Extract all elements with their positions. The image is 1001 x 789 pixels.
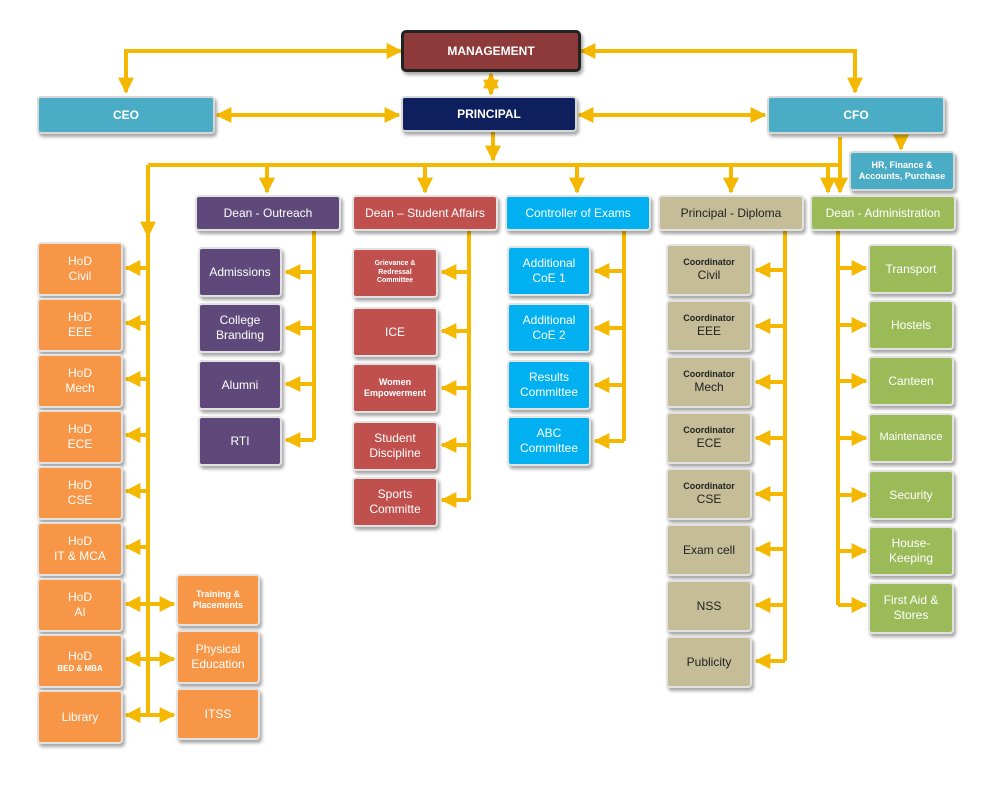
coordinator-role: Coordinator	[683, 480, 735, 491]
management-box: MANAGEMENT	[401, 30, 581, 72]
principal-diploma-header: Principal - Diploma	[658, 195, 804, 231]
security-box: Security	[868, 470, 954, 520]
physical-education-box: Physical Education	[176, 630, 260, 684]
hod-ai-box: HoD AI	[37, 578, 123, 632]
coordinator-role: Coordinator	[683, 256, 735, 267]
library-box: Library	[37, 690, 123, 744]
coordinator-dept: EEE	[696, 324, 721, 339]
coordinator-role: Coordinator	[683, 424, 735, 435]
hod-cse-box: HoD CSE	[37, 466, 123, 520]
coordinator-civil-box: Coordinator Civil	[666, 244, 752, 296]
hod-mech-box: HoD Mech	[37, 354, 123, 408]
exam-cell-box: Exam cell	[666, 524, 752, 576]
abc-committee-box: ABC Committee	[507, 416, 591, 466]
first-aid-stores-box: First Aid & Stores	[868, 582, 954, 634]
hod-it-mca-box: HoD IT & MCA	[37, 522, 123, 576]
publicity-box: Publicity	[666, 636, 752, 688]
hod-bed-mba-box: HoD BED & MBA	[37, 634, 123, 688]
coordinator-dept: ECE	[696, 436, 722, 451]
coordinator-role: Coordinator	[683, 312, 735, 323]
hod-bed-mba-title: HoD	[67, 648, 92, 663]
results-committee-box: Results Committee	[507, 360, 591, 410]
coordinator-dept: Mech	[694, 380, 724, 395]
maintenance-box: Maintenance	[868, 413, 954, 463]
coordinator-mech-box: Coordinator Mech	[666, 356, 752, 408]
coordinator-eee-box: Coordinator EEE	[666, 300, 752, 352]
women-empowerment-box: Women Empowerment	[352, 363, 438, 413]
additional-coe-1-box: Additional CoE 1	[507, 246, 591, 296]
itss-box: ITSS	[176, 688, 260, 740]
hod-ece-box: HoD ECE	[37, 410, 123, 464]
grievance-redressal-box: Grievance & Redressal Committee	[352, 248, 438, 298]
additional-coe-2-box: Additional CoE 2	[507, 303, 591, 353]
coordinator-dept: Civil	[697, 268, 721, 283]
transport-box: Transport	[868, 244, 954, 294]
canteen-box: Canteen	[868, 356, 954, 406]
cfo-box: CFO	[767, 96, 945, 134]
hod-bed-mba-dept: BED & MBA	[57, 663, 103, 673]
college-branding-box: College Branding	[198, 303, 282, 353]
hod-eee-box: HoD EEE	[37, 298, 123, 352]
controller-of-exams-header: Controller of Exams	[505, 195, 651, 231]
student-discipline-box: Student Discipline	[352, 421, 438, 471]
dean-administration-header: Dean - Administration	[810, 195, 956, 231]
alumni-box: Alumni	[198, 360, 282, 410]
rti-box: RTI	[198, 416, 282, 466]
nss-box: NSS	[666, 580, 752, 632]
coordinator-dept: CSE	[696, 492, 722, 507]
ceo-box: CEO	[37, 96, 215, 134]
coordinator-cse-box: Coordinator CSE	[666, 468, 752, 520]
coordinator-ece-box: Coordinator ECE	[666, 412, 752, 464]
coordinator-role: Coordinator	[683, 368, 735, 379]
training-placements-box: Training & Placements	[176, 574, 260, 626]
hr-finance-box: HR, Finance & Accounts, Purchase	[849, 151, 955, 191]
sports-committee-box: Sports Committe	[352, 477, 438, 527]
ice-box: ICE	[352, 307, 438, 357]
admissions-box: Admissions	[198, 247, 282, 297]
dean-outreach-header: Dean - Outreach	[195, 195, 341, 231]
house-keeping-box: House- Keeping	[868, 526, 954, 576]
dean-student-affairs-header: Dean – Student Affairs	[352, 195, 498, 231]
hostels-box: Hostels	[868, 300, 954, 350]
principal-box: PRINCIPAL	[401, 96, 577, 132]
hod-civil-box: HoD Civil	[37, 242, 123, 296]
